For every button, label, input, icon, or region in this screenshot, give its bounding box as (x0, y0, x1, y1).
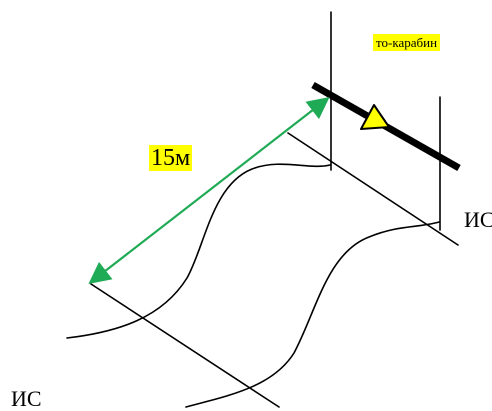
right-rope-curve (185, 221, 440, 408)
right-marker-label: ИС (464, 207, 492, 232)
distance-label: 15м (149, 145, 193, 171)
route-lines (66, 11, 459, 408)
lower-diagonal-line (90, 283, 280, 408)
triangle-icon (360, 104, 390, 130)
top-carabiner-label: то-карабин (373, 34, 441, 51)
distance-arrow (88, 96, 330, 285)
bottom-marker-label: ИС (11, 386, 42, 411)
left-rope-curve (66, 163, 331, 339)
